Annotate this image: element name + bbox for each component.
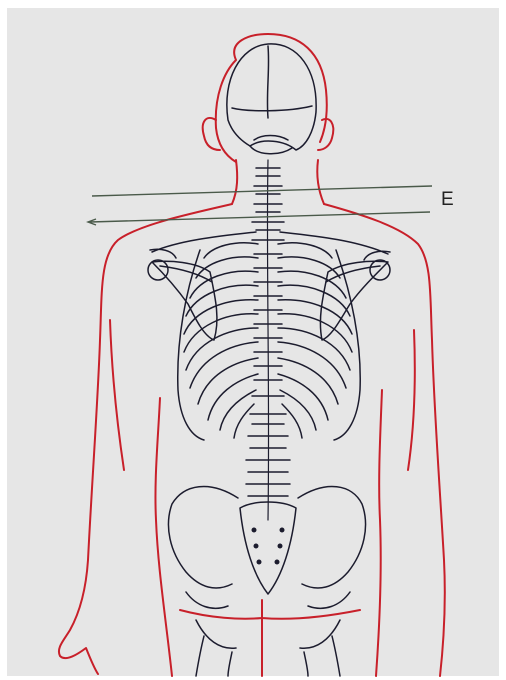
- reference-label: E: [441, 189, 454, 210]
